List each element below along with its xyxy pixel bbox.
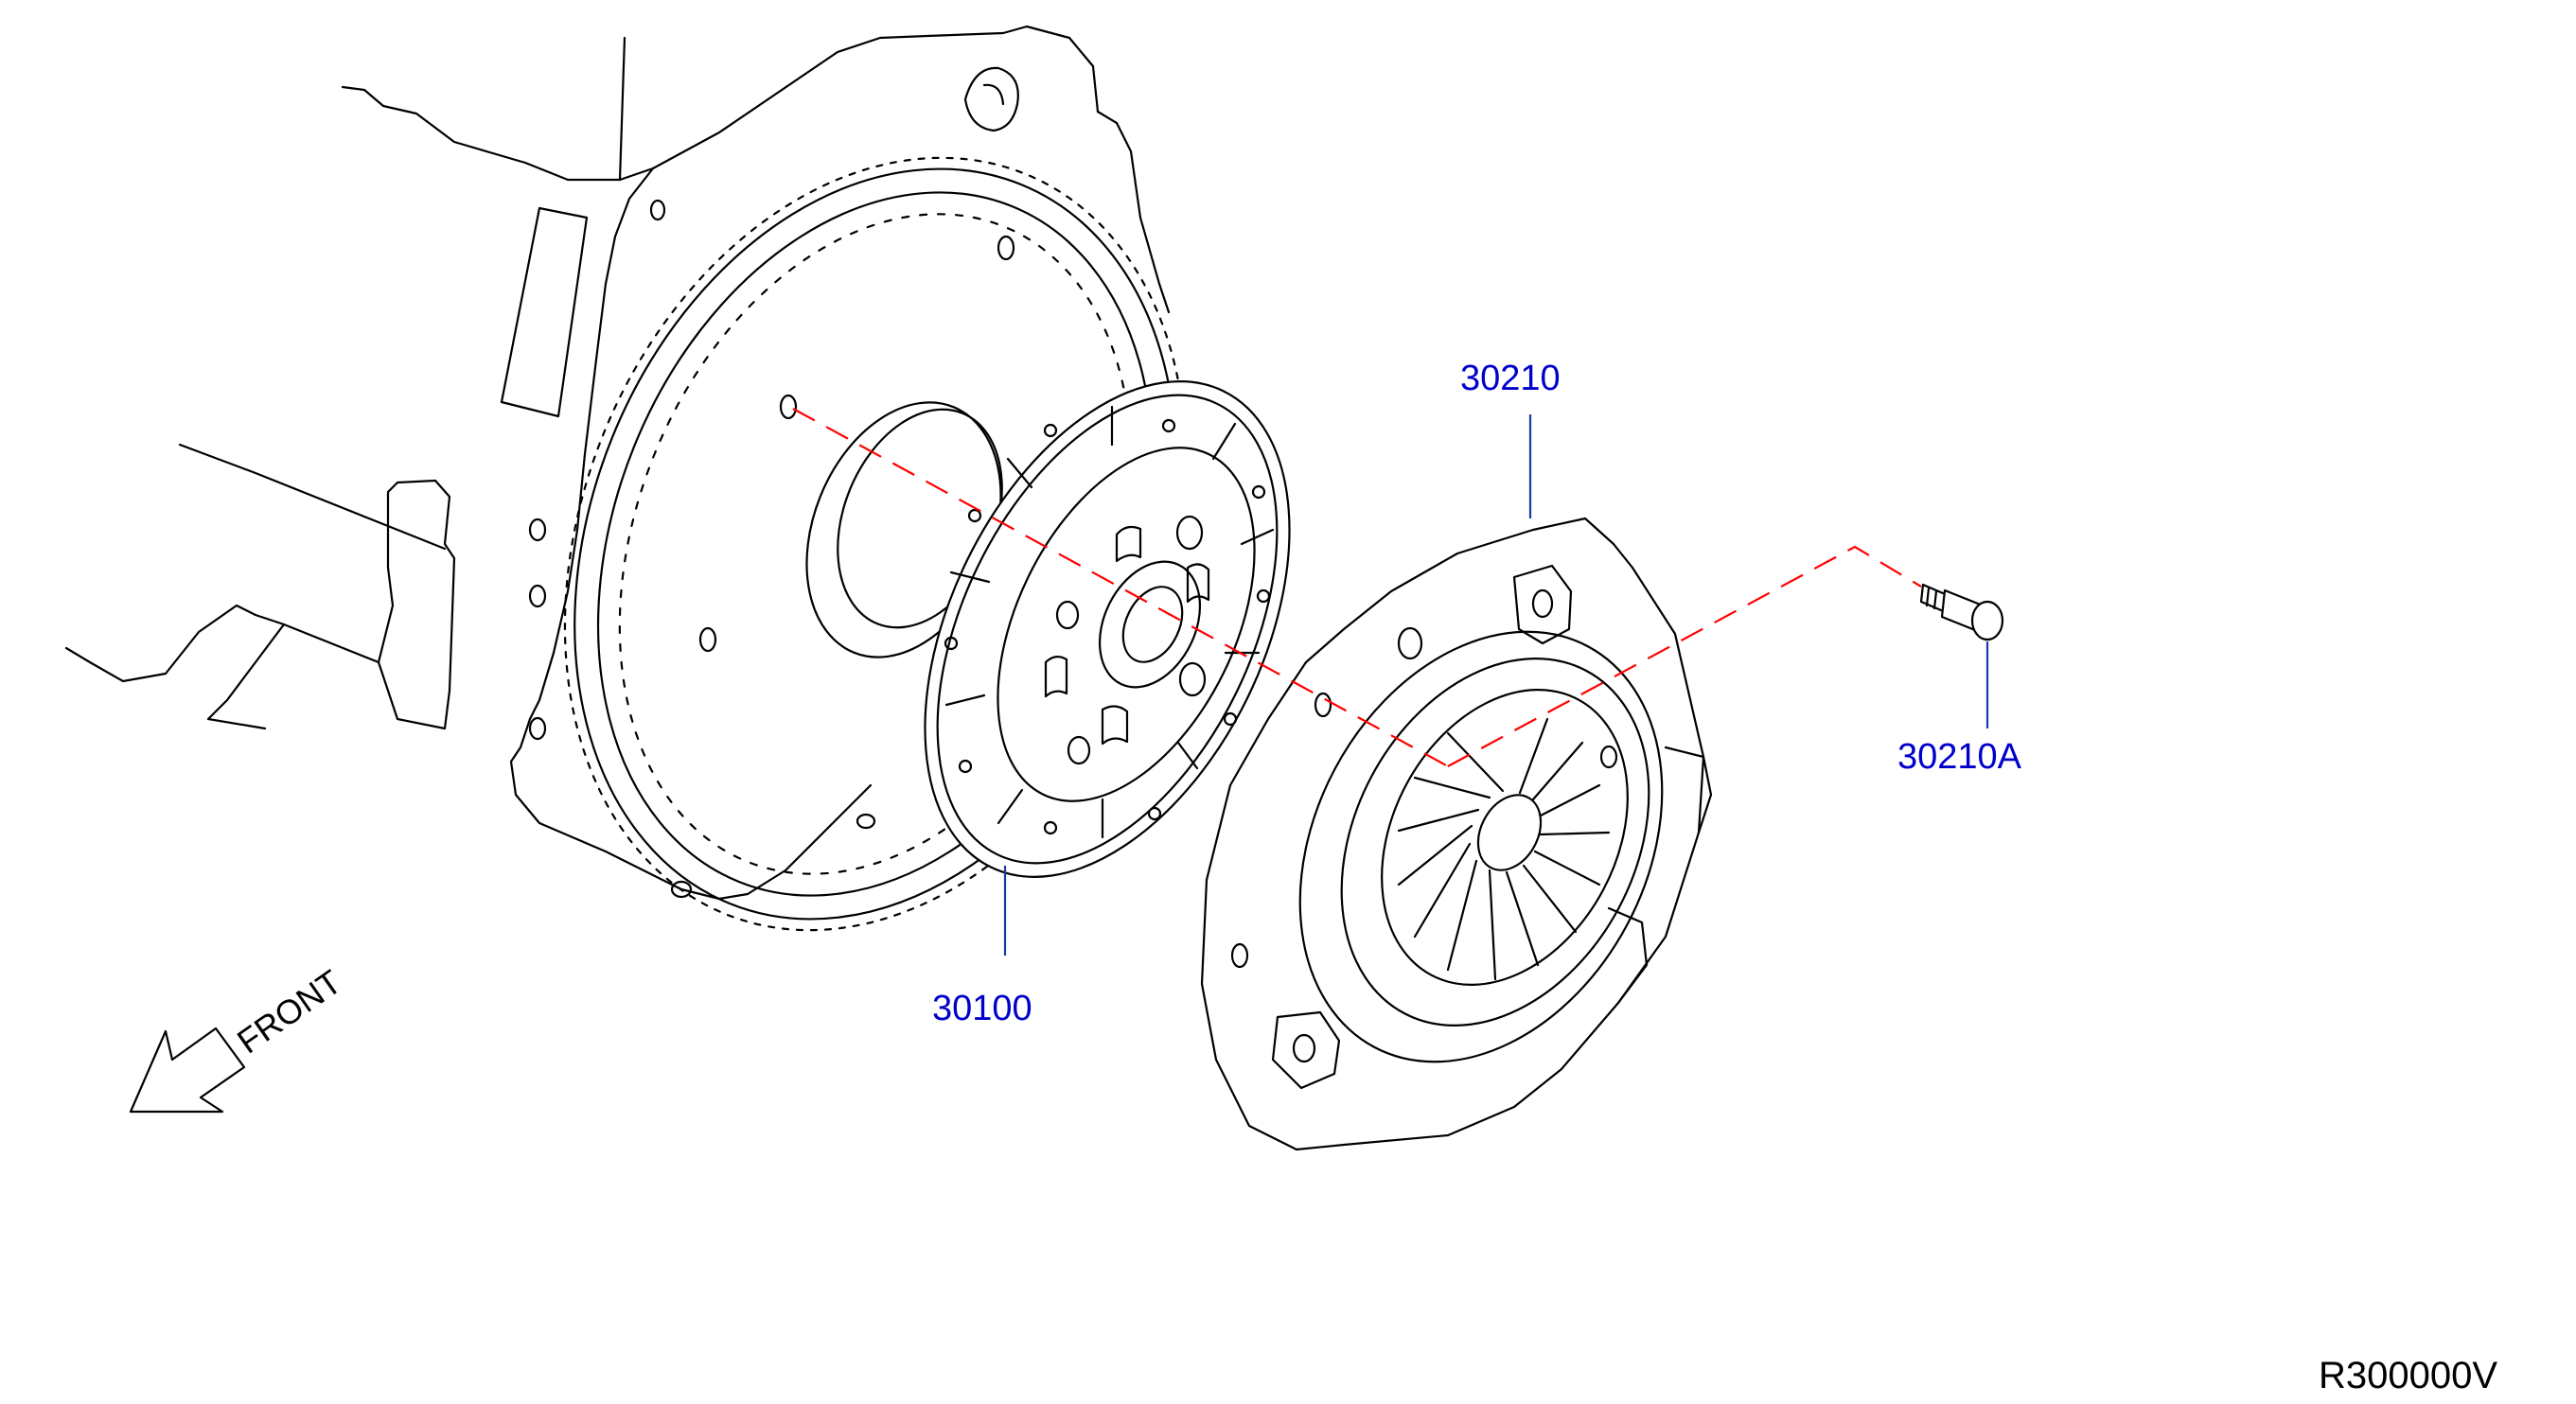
part-number-30210[interactable]: 30210 bbox=[1460, 359, 1561, 398]
clutch-cover[interactable] bbox=[1200, 517, 1734, 1151]
front-direction-indicator: FRONT bbox=[129, 962, 348, 1114]
clutch-disc[interactable] bbox=[851, 323, 1364, 936]
disc-friction-segments bbox=[944, 405, 1275, 839]
clutch-cover-bolt[interactable] bbox=[1919, 583, 2004, 641]
drawing-code: R300000V bbox=[2319, 1355, 2497, 1396]
part-number-30210A[interactable]: 30210A bbox=[1897, 737, 2022, 777]
diaphragm-spring bbox=[1397, 717, 1611, 981]
leader-lines bbox=[1003, 414, 1989, 956]
front-label: FRONT bbox=[230, 962, 348, 1062]
front-arrow-icon bbox=[129, 1027, 246, 1114]
part-number-30100[interactable]: 30100 bbox=[932, 989, 1032, 1028]
disc-hub bbox=[1044, 515, 1210, 765]
engine-housing bbox=[64, 25, 1171, 901]
assembly-lines bbox=[792, 408, 1922, 767]
